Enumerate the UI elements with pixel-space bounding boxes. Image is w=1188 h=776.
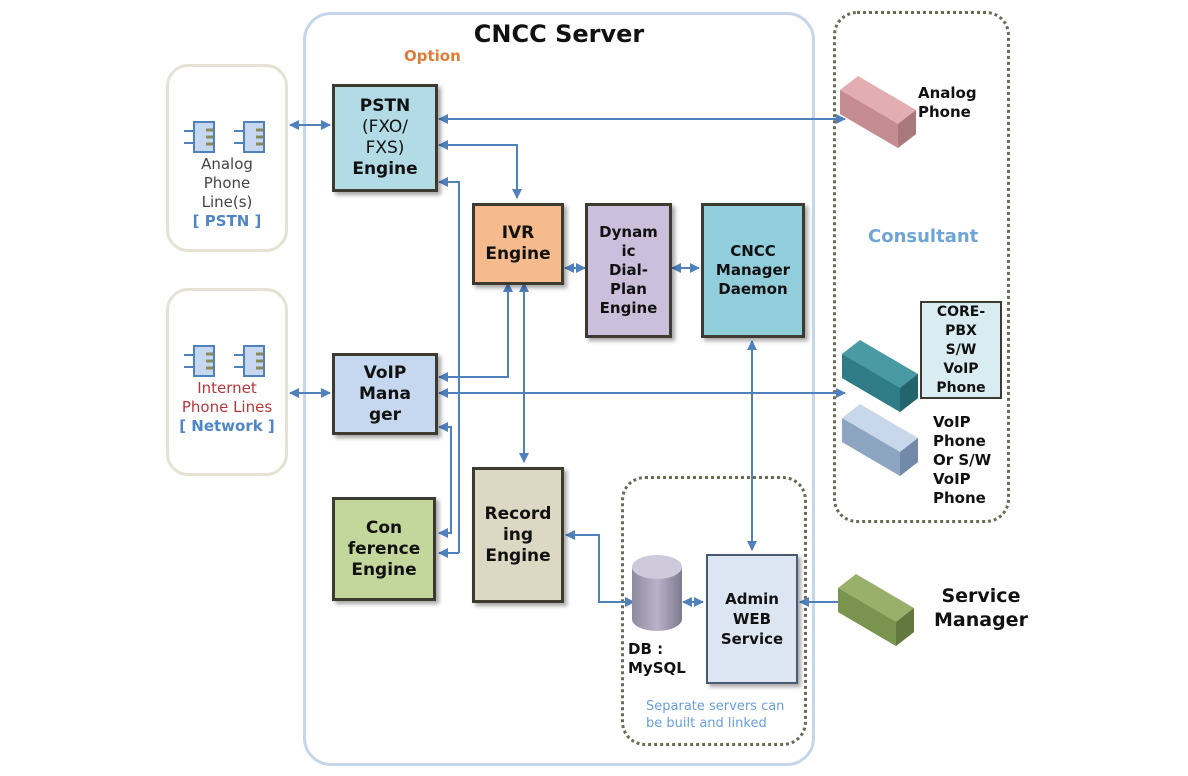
node-label: Engine xyxy=(351,559,417,580)
node-label: CNCC xyxy=(730,242,776,260)
device-label-line: Or S/W xyxy=(933,451,992,469)
device-label-line: Analog xyxy=(918,84,977,102)
voip-phone-device-icon xyxy=(842,404,918,476)
node-label: Dial- xyxy=(608,261,649,279)
service-manager-line: Service xyxy=(941,585,1021,607)
separate-servers-region xyxy=(621,476,807,746)
service-manager-label: Service Manager xyxy=(934,584,1028,632)
node-label: Engine xyxy=(352,159,418,179)
device-label-line: Phone xyxy=(933,489,986,507)
service-manager-device-icon xyxy=(838,574,914,646)
node-label: Con xyxy=(365,517,403,538)
node-label: Engine xyxy=(599,299,658,317)
phone-jack-icon xyxy=(184,121,215,153)
node-label: Dynam xyxy=(599,223,658,241)
device-label-line: VoIP xyxy=(933,413,971,431)
node-label: PBX xyxy=(945,322,977,339)
node-label: WEB xyxy=(732,610,772,628)
network-box-line: Internet xyxy=(197,379,257,397)
arrow-voip-manager-to-conference xyxy=(438,422,452,538)
consultant-region xyxy=(833,11,1010,523)
server-title: CNCC Server xyxy=(473,20,645,48)
pstn-box-line: Phone xyxy=(203,174,251,192)
node-label: Engine xyxy=(485,244,551,264)
node-label: FXS) xyxy=(365,138,405,158)
db-label-line: MySQL xyxy=(628,659,686,677)
node-label: Daemon xyxy=(718,280,788,298)
node-label: CORE- xyxy=(936,303,986,320)
node-label: S/W xyxy=(945,341,977,358)
note-line: be built and linked xyxy=(646,716,767,731)
network-tag: [ Network ] xyxy=(179,417,275,435)
core-pbx-node: CORE- PBX S/W VoIP Phone xyxy=(920,301,1002,399)
pstn-box-line: Line(s) xyxy=(201,193,253,211)
arrow-pstn-engine-to-ivr xyxy=(438,140,522,199)
node-label: ference xyxy=(347,538,421,559)
consultant-label: Consultant xyxy=(868,226,979,247)
pstn-tag: [ PSTN ] xyxy=(192,212,262,230)
node-label: Record xyxy=(484,503,552,524)
analog-phone-device-icon xyxy=(840,76,916,148)
node-label: Admin xyxy=(725,590,779,608)
node-label: Service xyxy=(720,630,784,648)
node-label: Engine xyxy=(485,545,551,566)
node-label: VoIP xyxy=(363,362,407,383)
arrow-to-pstn-engine-from-bus xyxy=(438,177,460,553)
device-label-line: Phone xyxy=(933,432,986,450)
pstn-box-line: Analog xyxy=(201,155,253,173)
device-label-line: Phone xyxy=(918,103,971,121)
node-label: (FXO/ xyxy=(361,117,409,137)
node-label: VoIP xyxy=(943,360,979,377)
arrow-recording-to-db xyxy=(565,530,635,607)
analog-phone-lines-box: Analog Phone Line(s) [ PSTN ] xyxy=(166,64,288,252)
node-label: Mana xyxy=(359,383,411,404)
network-box-line: Phone Lines xyxy=(181,398,273,416)
node-label: Phone xyxy=(936,379,986,396)
separate-servers-note: Separate servers can be built and linked xyxy=(646,698,784,732)
device-label-line: VoIP xyxy=(933,470,971,488)
internet-phone-lines-box: Internet Phone Lines [ Network ] xyxy=(166,288,288,476)
phone-jack-icon xyxy=(234,121,265,153)
node-label: Plan xyxy=(610,280,647,298)
analog-phone-label: Analog Phone xyxy=(918,84,977,122)
db-label: DB : MySQL xyxy=(628,640,686,678)
node-label: IVR xyxy=(501,223,535,243)
pstn-engine-node: PSTN(FXO/FXS)Engine xyxy=(332,84,438,192)
db-label-line: DB : xyxy=(628,640,664,658)
voip-phone-label: VoIP Phone Or S/W VoIP Phone xyxy=(933,413,991,508)
phone-jack-icon xyxy=(184,345,215,377)
node-label: ic xyxy=(621,242,636,260)
phone-jack-icon xyxy=(234,345,265,377)
core-pbx-phone-device-icon xyxy=(842,340,918,412)
option-label: Option xyxy=(404,47,461,65)
note-line: Separate servers can xyxy=(646,699,785,714)
node-label: Manager xyxy=(715,261,791,279)
arrow-ivr-to-voip-manager xyxy=(438,282,513,382)
node-label: ger xyxy=(368,404,402,425)
database-cylinder-icon xyxy=(632,555,682,631)
node-label: ing xyxy=(502,524,534,545)
node-label: PSTN xyxy=(359,96,411,116)
service-manager-line: Manager xyxy=(934,609,1028,631)
